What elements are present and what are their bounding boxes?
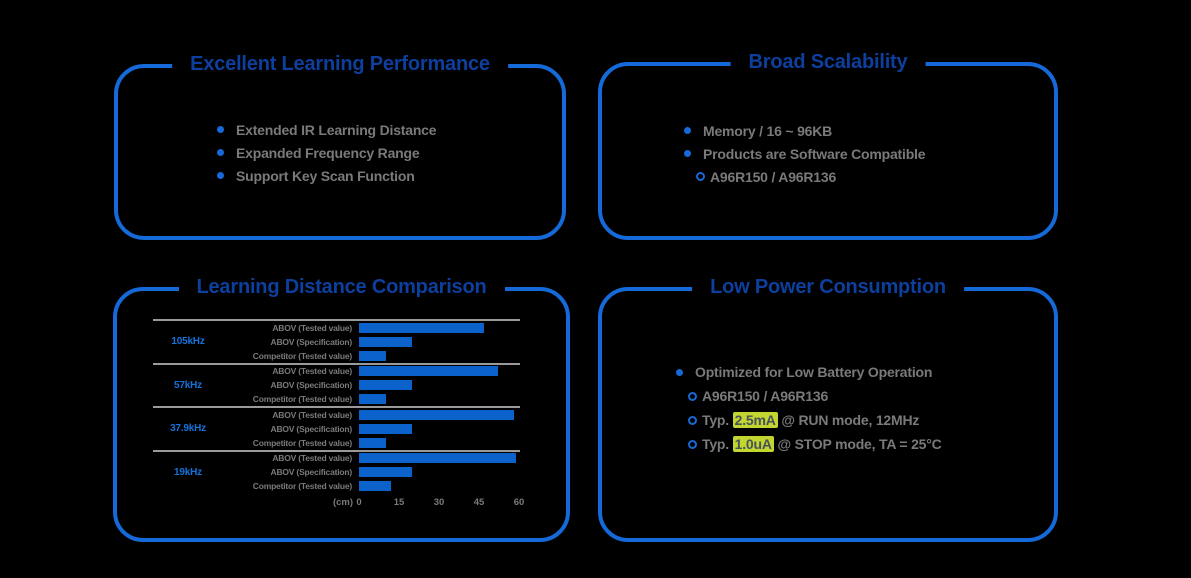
chart-row: ABOV (Specification) — [223, 378, 520, 392]
panel-title-broad-scalability: Broad Scalability — [730, 49, 926, 76]
chart-row-label: ABOV (Tested value) — [272, 453, 352, 464]
chart-bar — [359, 481, 391, 492]
x-axis-tick: 30 — [433, 497, 445, 508]
chart-row: ABOV (Tested value) — [223, 365, 520, 379]
x-axis-tick: 0 — [356, 497, 362, 508]
chart-row: Competitor (Tested value) — [223, 479, 520, 493]
filled-circle-bullet-icon — [684, 127, 691, 134]
bullet-item: Optimized for Low Battery Operation — [676, 360, 1054, 384]
bullet-item: Expanded Frequency Range — [217, 141, 562, 164]
chart-row-label: Competitor (Tested value) — [252, 481, 352, 492]
chart-row-label: Competitor (Tested value) — [252, 437, 352, 448]
chart-row-label: ABOV (Tested value) — [272, 366, 352, 377]
bullet-item: Memory / 16 ~ 96KB — [684, 119, 1054, 142]
panel-learning-performance: Excellent Learning Performance Extended … — [114, 51, 566, 240]
chart-rows: ABOV (Tested value) ABOV (Specification) C… — [223, 365, 520, 407]
chart-row-label: Competitor (Tested value) — [252, 394, 352, 405]
chart-bar — [359, 423, 413, 434]
chart-row-label: ABOV (Specification) — [270, 423, 353, 434]
bullet-item: Products are Software Compatible — [684, 142, 1054, 165]
chart-frequency-label: 57kHz — [174, 379, 202, 391]
panel-low-power-consumption: Low Power Consumption Optimized for Low … — [598, 274, 1058, 542]
bullet-text: Typ. 2.5mA @ RUN mode, 12MHz — [702, 412, 920, 428]
chart-row: ABOV (Tested value) — [223, 452, 520, 466]
filled-circle-bullet-icon — [217, 172, 224, 179]
bullet-item: Typ. 2.5mA @ RUN mode, 12MHz — [688, 408, 1054, 432]
filled-circle-bullet-icon — [217, 149, 224, 156]
panel-title-learning-performance: Excellent Learning Performance — [172, 51, 508, 78]
panel-title-learning-distance-comparison: Learning Distance Comparison — [178, 274, 505, 301]
chart-row-label: ABOV (Specification) — [270, 336, 353, 347]
chart-frequency-label: 37.9kHz — [170, 423, 206, 435]
open-circle-bullet-icon — [688, 415, 697, 425]
bullet-text: Products are Software Compatible — [703, 145, 926, 162]
highlighted-value: 2.5mA — [732, 412, 778, 428]
chart-rows: ABOV (Tested value) ABOV (Specification) C… — [223, 452, 520, 494]
chart-bar — [359, 394, 386, 405]
bullet-item: A96R150 / A96R136 — [696, 165, 1054, 188]
chart-frequency-group: 37.9kHz ABOV (Tested value) ABOV (Specific… — [153, 406, 520, 450]
x-axis-tick: 45 — [473, 497, 485, 508]
x-axis-tick: 60 — [513, 497, 525, 508]
filled-circle-bullet-icon — [217, 126, 224, 133]
filled-circle-bullet-icon — [676, 368, 683, 376]
chart-bar — [359, 467, 413, 478]
chart-row: Competitor (Tested value) — [223, 349, 520, 363]
chart-row-label: ABOV (Specification) — [270, 380, 353, 391]
chart-frequency-group: 105kHz ABOV (Tested value) ABOV (Specifica… — [153, 319, 520, 363]
broad-scalability-bullet-list: Memory / 16 ~ 96KB Products are Software … — [602, 66, 1054, 188]
chart-frequency-label: 19kHz — [174, 466, 202, 478]
chart-row: ABOV (Specification) — [223, 335, 520, 349]
chart-row: Competitor (Tested value) — [223, 392, 520, 406]
chart-row: ABOV (Specification) — [223, 422, 520, 436]
bullet-item: A96R150 / A96R136 — [688, 384, 1054, 408]
chart-row: ABOV (Tested value) — [223, 408, 520, 422]
chart-row-label: Competitor (Tested value) — [252, 350, 352, 361]
chart-row: ABOV (Tested value) — [223, 321, 520, 335]
bullet-text: Memory / 16 ~ 96KB — [703, 122, 833, 139]
chart-row-label: ABOV (Tested value) — [272, 409, 352, 420]
open-circle-bullet-icon — [696, 172, 705, 181]
chart-frequency-group: 57kHz ABOV (Tested value) ABOV (Specificat… — [153, 362, 520, 407]
x-axis-unit-label: (cm) — [332, 497, 353, 508]
chart-bar — [359, 350, 386, 361]
bullet-text: Extended IR Learning Distance — [236, 121, 437, 138]
chart-bar — [359, 380, 413, 391]
chart-bar — [359, 322, 485, 333]
chart-row: Competitor (Tested value) — [223, 436, 520, 450]
bullet-item: Support Key Scan Function — [217, 164, 562, 187]
chart-bar — [359, 453, 517, 464]
chart-frequency-label: 105kHz — [171, 336, 205, 348]
bullet-text: Support Key Scan Function — [236, 167, 415, 184]
bullet-text: Typ. 1.0uA @ STOP mode, TA = 25°C — [702, 436, 942, 452]
open-circle-bullet-icon — [688, 439, 697, 449]
chart-rows: ABOV (Tested value) ABOV (Specification) C… — [223, 321, 520, 363]
chart-row-label: ABOV (Tested value) — [272, 322, 352, 333]
panel-title-low-power-consumption: Low Power Consumption — [692, 274, 964, 301]
bullet-text: Expanded Frequency Range — [236, 144, 420, 161]
chart-bar — [359, 366, 498, 377]
open-circle-bullet-icon — [688, 391, 697, 401]
chart-rows: ABOV (Tested value) ABOV (Specification) C… — [223, 408, 520, 450]
chart-bar — [359, 409, 514, 420]
bullet-text: A96R150 / A96R136 — [710, 168, 837, 185]
bullet-item: Extended IR Learning Distance — [217, 118, 562, 141]
panel-broad-scalability: Broad Scalability Memory / 16 ~ 96KB Prod… — [598, 49, 1058, 240]
chart-bar — [359, 437, 386, 448]
chart-row: ABOV (Specification) — [223, 465, 520, 479]
x-axis: (cm)0 15 30 45 60 — [153, 496, 524, 512]
x-axis-tick: 15 — [393, 497, 405, 508]
highlighted-value: 1.0uA — [732, 436, 774, 452]
bullet-text: Optimized for Low Battery Operation — [695, 364, 933, 380]
chart-bar — [359, 336, 413, 347]
bullet-text: A96R150 / A96R136 — [702, 388, 829, 404]
bullet-item: Typ. 1.0uA @ STOP mode, TA = 25°C — [688, 432, 1054, 456]
filled-circle-bullet-icon — [684, 150, 691, 157]
chart-row-label: ABOV (Specification) — [270, 467, 353, 478]
chart-frequency-group: 19kHz ABOV (Tested value) ABOV (Specificat… — [153, 449, 520, 494]
